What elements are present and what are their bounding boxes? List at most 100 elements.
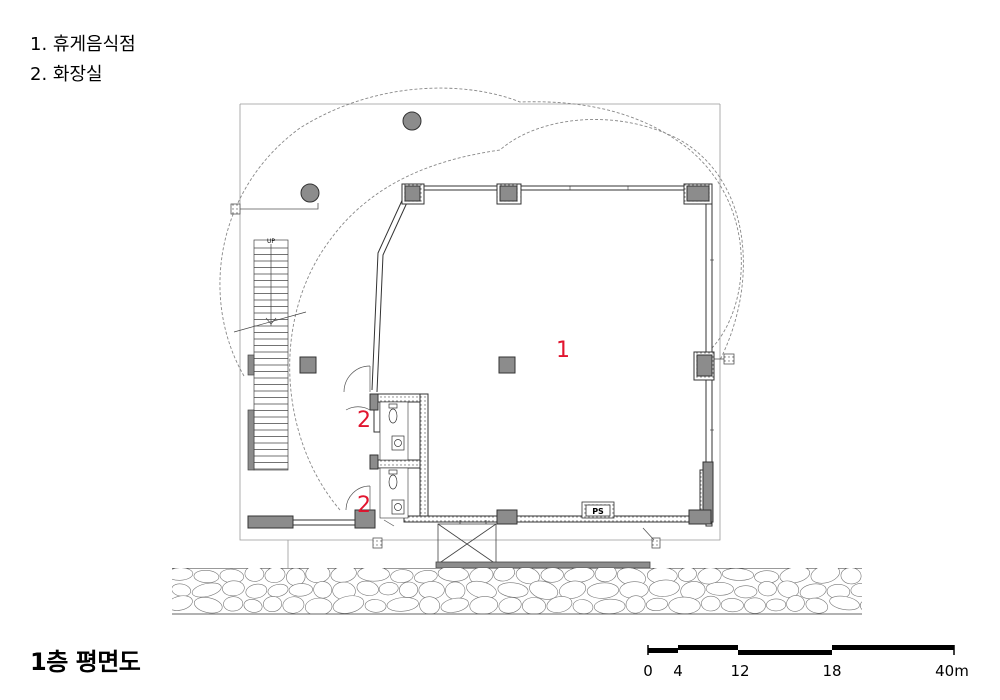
rubble-stone: [191, 582, 222, 598]
columns: [299, 183, 715, 525]
rubble-stone: [734, 585, 758, 599]
rubble-stone: [701, 595, 721, 612]
rubble-stone: [546, 596, 573, 613]
rubble-stone: [223, 596, 244, 612]
rubble-stone: [332, 595, 365, 614]
legend-item-1: 1. 휴게음식점: [30, 30, 136, 60]
rubble-stone: [193, 597, 223, 614]
rubble-stone: [786, 595, 805, 612]
rubble-stone: [282, 596, 305, 614]
rubble-stone: [859, 597, 862, 614]
rubble-stone: [264, 568, 286, 583]
entrance-deck: [435, 520, 651, 569]
rubble-stone: [245, 583, 268, 599]
rubble-stone: [744, 597, 766, 614]
legend-item-2: 2. 화장실: [30, 60, 136, 90]
window-marks: [569, 186, 714, 431]
rubble-stone: [586, 582, 620, 599]
rubble-stone: [840, 568, 862, 585]
scale-tick-12: 12: [730, 662, 749, 680]
rubble-stone: [263, 596, 283, 613]
rubble-stone: [648, 579, 680, 597]
rubble-stone: [594, 568, 617, 583]
rubble-stone: [419, 596, 440, 614]
rubble-stone: [493, 568, 515, 582]
rubble-stone: [390, 569, 414, 583]
room-label-2: 2: [357, 493, 371, 518]
legend-num: 2.: [30, 64, 48, 85]
rubble-stone: [222, 580, 245, 597]
rubble-stone: [559, 580, 587, 599]
rubble-stone: [668, 596, 701, 614]
legend-name: 화장실: [52, 64, 103, 85]
rubble-stone: [313, 581, 333, 599]
rubble-stone: [305, 568, 331, 584]
rubble-stone: [330, 568, 357, 583]
rubble-stone: [677, 568, 697, 582]
plan-title: 1층 평면도: [30, 648, 141, 676]
rubble-stone: [445, 581, 466, 600]
rubble-stone: [378, 582, 399, 596]
scale-tick-18: 18: [822, 662, 841, 680]
room-legend: 1. 휴게음식점 2. 화장실: [30, 30, 136, 90]
rubble-stone: [766, 598, 787, 612]
rubble-stone: [721, 568, 754, 581]
rubble-stone: [720, 598, 744, 613]
site-boundary: [239, 103, 721, 568]
rubble-stone: [810, 568, 840, 584]
scale-tick-0: 0: [643, 662, 653, 680]
rubble-stone: [288, 583, 313, 597]
tree-circle: [402, 111, 422, 131]
rubble-stone: [625, 595, 646, 614]
rubble-stone: [386, 597, 419, 612]
rubble-stone: [529, 580, 559, 600]
rubble-stone: [572, 599, 594, 614]
rubble-stone: [498, 597, 522, 614]
rubble-stone: [861, 567, 893, 585]
room-label-2: 2: [357, 408, 371, 433]
rubble-stone: [521, 597, 546, 614]
legend-name: 휴게음식점: [52, 34, 136, 55]
tree-canopy-outlines: [219, 87, 744, 511]
room-label-1: 1: [556, 338, 570, 363]
drain-lines: [230, 203, 735, 549]
stair-up-label: UP: [267, 238, 275, 245]
rubble-stone: [850, 583, 862, 597]
legend-num: 1.: [30, 34, 48, 55]
rubble-stone: [515, 568, 540, 585]
rubble-stone: [540, 568, 564, 583]
rubble-stone: [440, 597, 469, 613]
rubble-stone: [172, 595, 193, 611]
rubble-stone: [645, 597, 668, 611]
rubble-stone: [193, 569, 220, 584]
rubble-stone: [356, 580, 379, 596]
rubble-stone: [757, 581, 777, 597]
scale-tick-4: 4: [673, 662, 683, 680]
tree-circle: [300, 183, 320, 203]
ps-shaft: [581, 501, 615, 519]
rubble-stone: [497, 582, 529, 598]
rubble-stone: [244, 568, 265, 582]
rubble-stone: [172, 568, 194, 581]
ground-rubble: [172, 567, 893, 614]
scale-bar: [647, 645, 955, 655]
rubble-stone: [172, 583, 191, 597]
rubble-stone: [304, 597, 333, 614]
rubble-stone: [267, 583, 289, 598]
rubble-stone: [243, 599, 263, 613]
rubble-stone: [805, 597, 829, 614]
rubble-stone: [779, 568, 810, 584]
exterior-stair: [233, 239, 307, 471]
rubble-stone: [705, 581, 734, 596]
rubble-stone: [799, 583, 827, 600]
rubble-stone: [469, 596, 499, 614]
rubble-stone: [357, 568, 390, 582]
rubble-stone: [829, 595, 860, 611]
ps-label: PS: [592, 507, 604, 516]
rubble-stone: [593, 598, 626, 614]
rubble-stone: [437, 568, 469, 582]
rubble-stone: [418, 581, 445, 600]
scale-tick-40m: 40m: [935, 662, 969, 680]
door-swings: [343, 365, 395, 527]
